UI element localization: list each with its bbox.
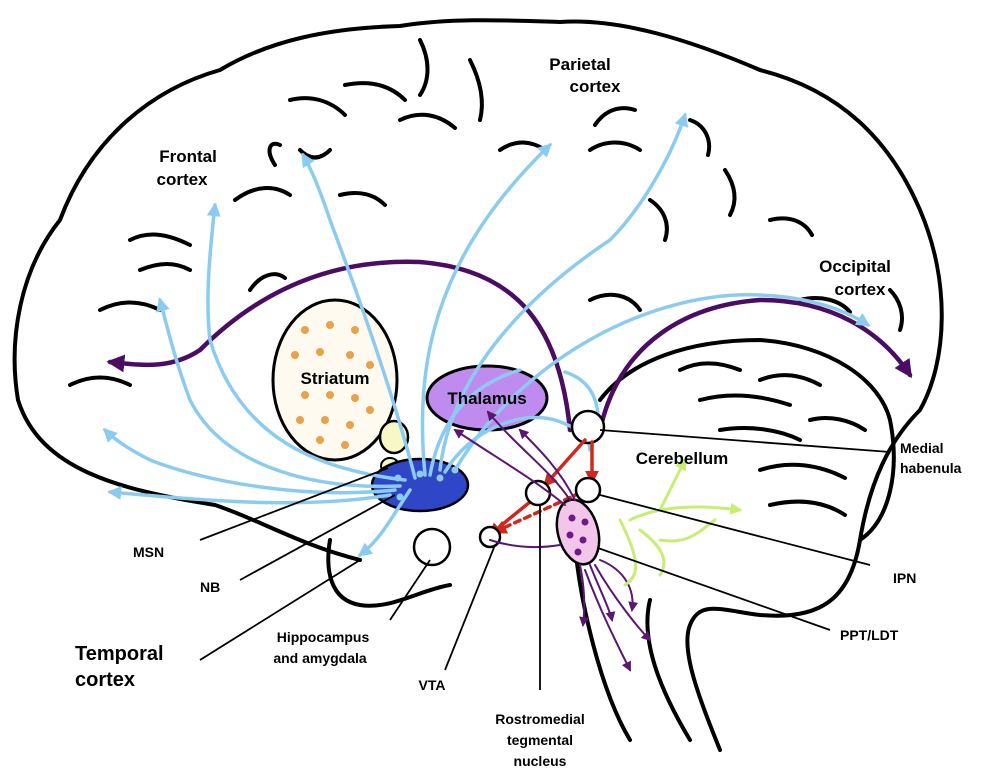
svg-text:cortex: cortex: [75, 669, 135, 691]
label-thalamus: Thalamus: [447, 389, 526, 408]
svg-text:Temporal: Temporal: [75, 643, 164, 665]
label-vta: VTA: [419, 677, 446, 693]
label-ipn: IPN: [893, 570, 916, 586]
ppt-ldt-nucleus: [550, 495, 606, 569]
svg-text:Frontal: Frontal: [159, 147, 217, 166]
svg-text:Parietal: Parietal: [549, 55, 610, 74]
label-ppt-ldt: PPT/LDT: [840, 627, 899, 643]
svg-text:Rostromedial: Rostromedial: [495, 711, 584, 727]
label-rostromedial-tegmental-nucleus: Rostromedial tegmental nucleus: [495, 711, 584, 769]
svg-text:nucleus: nucleus: [514, 753, 567, 769]
svg-text:Hippocampus: Hippocampus: [277, 629, 370, 645]
svg-text:cortex: cortex: [834, 280, 886, 299]
label-occipital-cortex: Occipital cortex: [819, 257, 891, 299]
svg-text:and amygdala: and amygdala: [273, 650, 367, 666]
cholinergic-projections: [105, 115, 868, 555]
label-nb: NB: [200, 579, 220, 595]
svg-text:Medial: Medial: [900, 440, 944, 456]
medial-habenula: [572, 411, 604, 443]
label-temporal-cortex: Temporal cortex: [75, 643, 164, 691]
svg-text:tegmental: tegmental: [507, 732, 573, 748]
label-parietal-cortex: Parietal cortex: [549, 55, 621, 96]
svg-text:Occipital: Occipital: [819, 257, 891, 276]
label-msn: MSN: [133, 544, 164, 560]
label-striatum: Striatum: [301, 369, 370, 388]
svg-text:cortex: cortex: [156, 170, 208, 189]
label-medial-habenula: Medial habenula: [900, 440, 962, 476]
cerebellar-projections: [620, 460, 740, 585]
label-frontal-cortex: Frontal cortex: [156, 147, 216, 189]
label-hippocampus-amygdala: Hippocampus and amygdala: [273, 629, 369, 666]
svg-text:habenula: habenula: [900, 460, 962, 476]
label-cerebellum: Cerebellum: [636, 449, 729, 468]
svg-text:cortex: cortex: [569, 77, 621, 96]
